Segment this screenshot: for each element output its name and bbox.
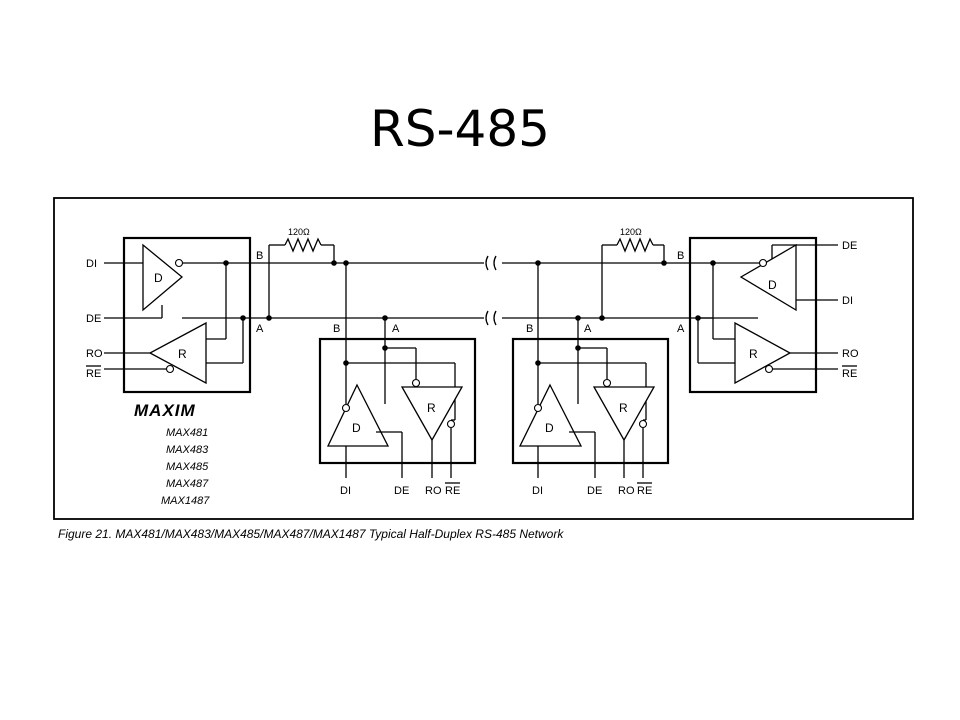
driver-label-right: D bbox=[768, 278, 777, 292]
bus-label-b-mid1: B bbox=[333, 323, 340, 335]
driver-gate-mid2 bbox=[518, 383, 583, 447]
pin-ro-mid2: RO bbox=[618, 485, 635, 497]
bus-label-a-mid1: A bbox=[392, 323, 400, 335]
bus-junction-dots bbox=[223, 260, 716, 321]
driver-label-left: D bbox=[154, 271, 163, 285]
transceiver-right: D R DE DI RO RE bbox=[688, 236, 859, 394]
pin-di-right: DI bbox=[842, 295, 853, 307]
pin-re-mid2: RE bbox=[637, 485, 652, 497]
receiver-label-mid1: R bbox=[427, 401, 436, 415]
bus-label-b-right: B bbox=[677, 250, 684, 262]
line-break-marks bbox=[485, 255, 497, 326]
slide-title: RS-485 bbox=[370, 100, 550, 158]
transceiver-middle-1: B A D R DI DE RO RE bbox=[318, 263, 477, 497]
driver-gate-mid1 bbox=[326, 383, 390, 447]
driver-gate-left bbox=[142, 243, 184, 312]
receiver-label-mid2: R bbox=[619, 401, 628, 415]
driver-label-mid1: D bbox=[352, 421, 361, 435]
receiver-gate-right bbox=[734, 321, 792, 385]
pin-di-mid2: DI bbox=[532, 485, 543, 497]
model-2: MAX483 bbox=[166, 444, 209, 456]
pin-de-left: DE bbox=[86, 313, 101, 325]
model-5: MAX1487 bbox=[161, 495, 210, 507]
termination-resistor-left: 120Ω bbox=[268, 227, 335, 318]
model-4: MAX487 bbox=[166, 478, 209, 490]
pin-re-left: RE bbox=[86, 368, 101, 380]
pin-ro-right: RO bbox=[842, 348, 859, 360]
pin-re-mid1: RE bbox=[445, 485, 460, 497]
bus-label-a-mid2: A bbox=[584, 323, 592, 335]
pin-de-right: DE bbox=[842, 240, 857, 252]
bus-label-b-mid2: B bbox=[526, 323, 533, 335]
pin-de-mid2: DE bbox=[587, 485, 602, 497]
pin-di-mid1: DI bbox=[340, 485, 351, 497]
model-3: MAX485 bbox=[166, 461, 209, 473]
transceiver-middle-2: B A D R DI DE RO RE bbox=[511, 263, 670, 497]
bus-label-b-left: B bbox=[256, 250, 263, 262]
termination-resistor-right: 120Ω bbox=[601, 227, 665, 318]
pin-di-left: DI bbox=[86, 258, 97, 270]
diagram-frame bbox=[53, 197, 914, 520]
resistor-label-right: 120Ω bbox=[620, 227, 642, 237]
pin-re-right: RE bbox=[842, 368, 857, 380]
driver-gate-right bbox=[739, 243, 797, 312]
maxim-logo: MAXIM bbox=[134, 401, 196, 420]
model-list: MAX481 MAX483 MAX485 MAX487 MAX1487 bbox=[161, 427, 210, 507]
receiver-gate-left bbox=[148, 321, 207, 385]
pin-de-mid1: DE bbox=[394, 485, 409, 497]
pin-ro-left: RO bbox=[86, 348, 103, 360]
receiver-gate-mid1 bbox=[400, 386, 464, 442]
figure-caption: Figure 21. MAX481/MAX483/MAX485/MAX487/M… bbox=[58, 527, 564, 541]
receiver-label-right: R bbox=[749, 347, 758, 361]
resistor-label-left: 120Ω bbox=[288, 227, 310, 237]
receiver-label-left: R bbox=[178, 347, 187, 361]
transceiver-left: D R DI DE RO RE bbox=[86, 236, 252, 394]
bus-label-a-left: A bbox=[256, 323, 264, 335]
receiver-gate-mid2 bbox=[592, 386, 656, 442]
model-1: MAX481 bbox=[166, 427, 208, 439]
bus-label-a-right: A bbox=[677, 323, 685, 335]
driver-label-mid2: D bbox=[545, 421, 554, 435]
pin-ro-mid1: RO bbox=[425, 485, 442, 497]
